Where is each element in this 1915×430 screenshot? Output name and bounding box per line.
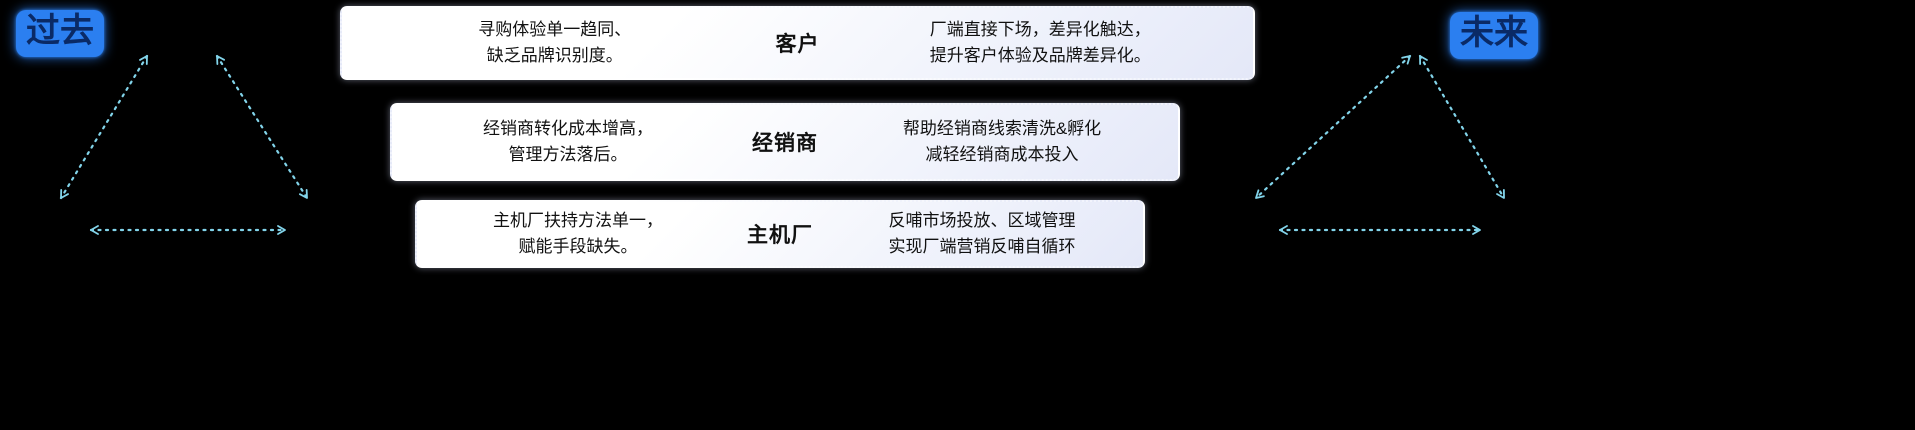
future-right-edge-arrow [1418,54,1506,200]
dealer-entity-label: 经销商 [752,132,818,155]
past-left-edge-arrow [59,54,149,200]
past-right-edge-arrow [215,54,309,200]
customer-problem-text: 寻购体验单一趋同、 缺乏品牌识别度。 [478,19,632,65]
future-left-edge-arrow [1254,54,1412,200]
customer-solution-text: 厂端直接下场，差异化触达， 提升客户体验及品牌差异化。 [929,19,1151,65]
oem-problem-text: 主机厂扶持方法单一， 赋能手段缺失。 [493,210,663,256]
dealer-solution-text: 帮助经销商线索清洗&孵化 减轻经销商成本投入 [902,118,1102,164]
oem-solution-text: 反哺市场投放、区域管理 实现厂端营销反哺自循环 [888,210,1076,256]
dealer-row: 经销商转化成本增高， 管理方法落后。 经销商 帮助经销商线索清洗&孵化 减轻经销… [390,103,1180,181]
future-triangle-arrows [1254,54,1506,235]
customer-row: 寻购体验单一趋同、 缺乏品牌识别度。 客户 厂端直接下场，差异化触达， 提升客户… [340,6,1255,80]
future-label: 未来 [1450,12,1538,60]
customer-entity-label: 客户 [775,33,820,56]
past-label: 过去 [16,10,104,58]
past-triangle-arrows [59,54,309,235]
dealer-problem-text: 经销商转化成本增高， 管理方法落后。 [483,118,653,164]
oem-row: 主机厂扶持方法单一， 赋能手段缺失。 主机厂 反哺市场投放、区域管理 实现厂端营… [415,200,1145,268]
oem-entity-label: 主机厂 [747,224,813,247]
